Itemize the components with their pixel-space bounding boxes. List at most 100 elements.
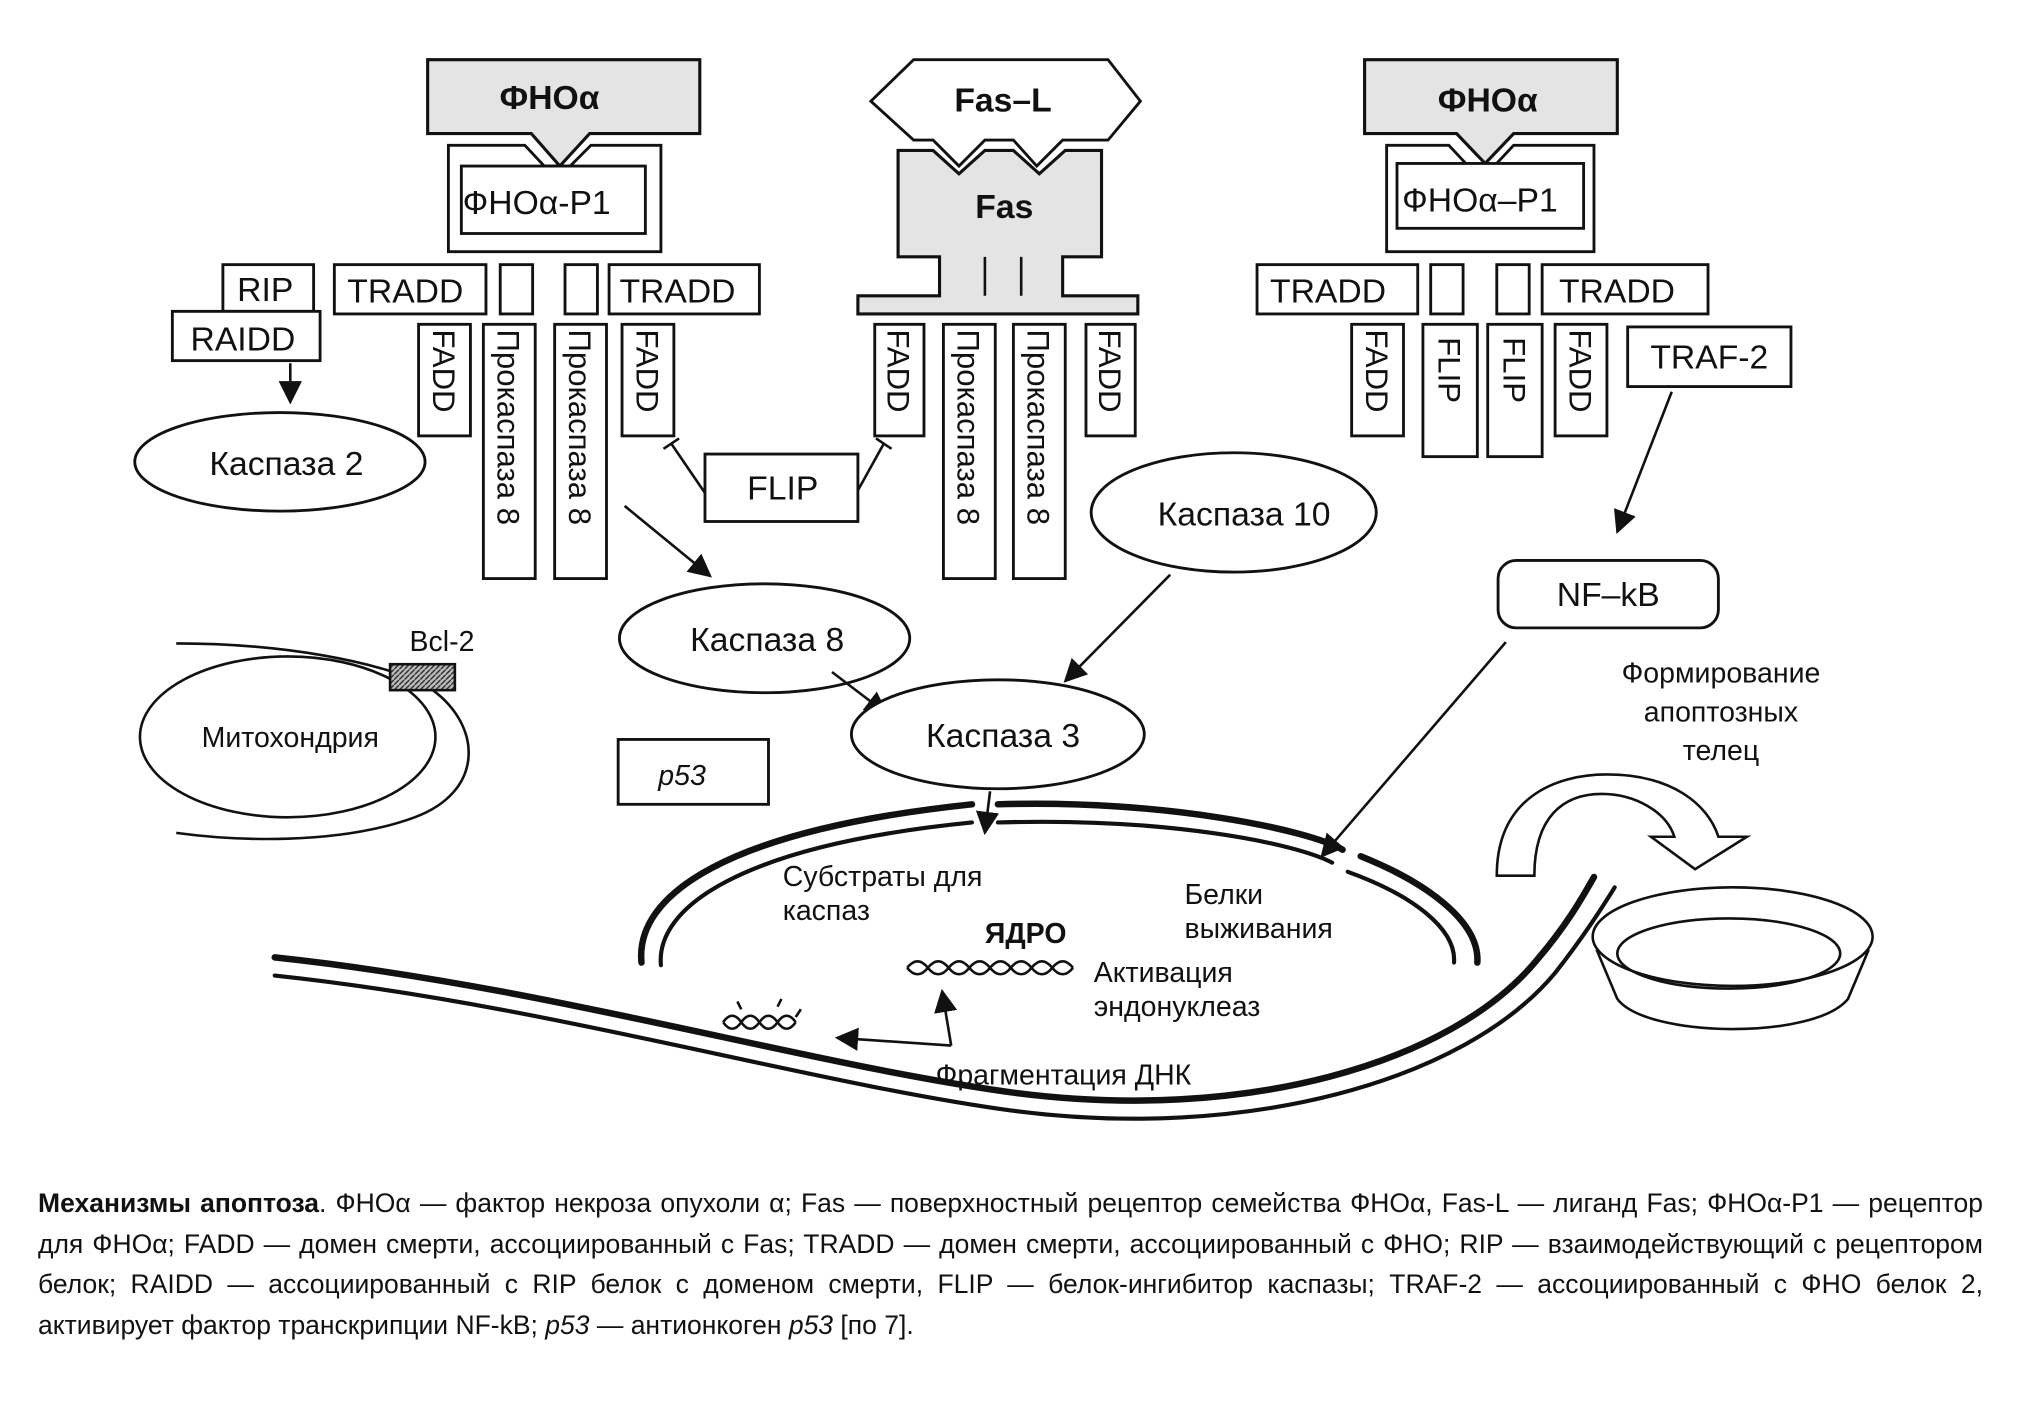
bodies-label-3: телец bbox=[1683, 735, 1759, 767]
left-procaspase-box-2 bbox=[553, 322, 608, 581]
fas-receptor-label: Fas bbox=[975, 188, 1033, 226]
bcl2-marker bbox=[388, 662, 457, 692]
left-tnf-receptor-box bbox=[459, 164, 647, 235]
fas-ligand-label: Fas–L bbox=[954, 82, 1051, 120]
fragmentation-label: Фрагментация ДНК bbox=[936, 1060, 1192, 1092]
right-tradd-box-2 bbox=[1540, 263, 1710, 316]
caption-p53-2: p53 bbox=[788, 1309, 834, 1340]
traf2-to-nfkb-arrow bbox=[1614, 391, 1673, 535]
curved-block-arrow-icon bbox=[1495, 773, 1752, 877]
raidd-label: RAIDD bbox=[191, 320, 296, 358]
caspase10-ellipse bbox=[1089, 451, 1378, 574]
left-tnf-ligand-shape bbox=[426, 58, 702, 169]
dna-helix-icon bbox=[906, 959, 1075, 976]
substrates-label-1: Субстраты для bbox=[783, 861, 983, 893]
caspase8-label: Каспаза 8 bbox=[690, 621, 844, 659]
rip-label: RIP bbox=[237, 271, 293, 309]
endonuclease-label-2: эндонуклеаз bbox=[1094, 991, 1261, 1023]
fas-fadd-box-1 bbox=[873, 322, 926, 438]
p53-box bbox=[616, 738, 770, 806]
left-fadd-box-1 bbox=[417, 322, 472, 438]
fragmentation-to-fragments-arrow bbox=[834, 1027, 952, 1051]
left-tradd-label-2: TRADD bbox=[619, 272, 735, 310]
left-tnf-receptor-label: ФНОα-Р1 bbox=[463, 184, 611, 222]
caspase2-label: Каспаза 2 bbox=[209, 445, 363, 483]
traf2-box bbox=[1626, 325, 1793, 389]
substrates-label-2: каспаз bbox=[783, 895, 870, 927]
caspase2-ellipse bbox=[133, 411, 427, 513]
fas-procaspase-box-1 bbox=[942, 322, 997, 581]
left-tradd-box-1 bbox=[332, 263, 488, 316]
fas-procaspase-box-2 bbox=[1011, 322, 1067, 581]
mitochondria: Bcl-2 Митохондрия bbox=[138, 626, 474, 841]
fas-procaspase-label-2: Прокаспаза 8 bbox=[1021, 330, 1056, 526]
left-tnf-receptor-complex: ФНОα ФНОα-Р1 TRADD TRADD FADD Прокаспаза… bbox=[332, 58, 761, 581]
left-procaspase-box-1 bbox=[481, 322, 537, 581]
mitochondria-label: Митохондрия bbox=[202, 722, 379, 754]
survival-label-1: Белки bbox=[1184, 879, 1263, 911]
caspase10-label: Каспаза 10 bbox=[1158, 495, 1331, 533]
right-tradd-box-1 bbox=[1255, 263, 1420, 316]
raidd-box bbox=[170, 309, 322, 363]
traf2-label: TRAF-2 bbox=[1650, 338, 1768, 376]
left-tnf-ligand-label: ФНОα bbox=[499, 79, 599, 117]
cell-membrane-inner bbox=[272, 885, 1617, 1121]
right-flip-box-1 bbox=[1421, 322, 1479, 459]
fas-procaspase-label-1: Прокаспаза 8 bbox=[951, 330, 986, 526]
right-tnf-receptor-label: ФНОα–Р1 bbox=[1402, 181, 1558, 219]
rip-box bbox=[221, 263, 316, 313]
right-tradd-label-1: TRADD bbox=[1270, 272, 1386, 310]
mito-inner bbox=[138, 655, 437, 819]
caption-p53-1: p53 bbox=[545, 1309, 590, 1340]
flip-center-label: FLIP bbox=[747, 469, 818, 507]
right-tnf-ligand-shape bbox=[1363, 58, 1619, 166]
caspase3-to-nucleus-arrow bbox=[975, 791, 1000, 836]
right-fadd-label-1: FADD bbox=[1359, 330, 1394, 413]
caspase10-to-caspase3-arrow bbox=[1063, 573, 1172, 683]
caspase8-ellipse bbox=[618, 582, 912, 695]
fas-ligand-shape bbox=[868, 58, 1143, 169]
p53-label: p53 bbox=[657, 760, 706, 792]
left-tradd-spacer-1 bbox=[498, 263, 535, 316]
figure-caption: Механизмы апоптоза. ФНОα — фактор некроз… bbox=[38, 1183, 1983, 1345]
right-flip-box-2 bbox=[1486, 322, 1544, 459]
bodies-label-1: Формирование bbox=[1622, 657, 1821, 689]
survival-label-2: выживания bbox=[1184, 913, 1332, 945]
fas-fadd-box-2 bbox=[1084, 322, 1137, 438]
right-flip-label-1: FLIP bbox=[1431, 337, 1466, 403]
right-tnf-ligand-label: ФНОα bbox=[1438, 82, 1538, 120]
caption-text-3: [по 7]. bbox=[833, 1309, 914, 1340]
bodies-label-2: апоптозных bbox=[1644, 696, 1798, 728]
fragmented-dna-icon bbox=[722, 998, 802, 1031]
right-tnf-receptor-box bbox=[1395, 162, 1586, 230]
caption-text-1: . ФНОα — фактор некроза опухоли α; Fas —… bbox=[38, 1188, 1983, 1340]
caption-text-2: — антионкоген bbox=[589, 1309, 789, 1340]
left-procaspase-label-2: Прокаспаза 8 bbox=[562, 330, 597, 526]
fragmentation-to-dna-arrow bbox=[934, 988, 958, 1046]
fas-receptor-shape bbox=[856, 148, 1140, 316]
caption-title: Механизмы апоптоза bbox=[38, 1188, 320, 1218]
nfkb-label: NF–kB bbox=[1557, 576, 1660, 614]
left-fadd-label-1: FADD bbox=[426, 330, 461, 413]
flip-inhibits-fas-fadd bbox=[856, 437, 893, 491]
right-flip-label-2: FLIP bbox=[1496, 337, 1531, 403]
flip-center-box bbox=[703, 452, 860, 523]
endonuclease-label-1: Активация bbox=[1094, 957, 1233, 989]
right-tnf-receptor-complex: ФНОα ФНОα–Р1 TRADD TRADD FADD FLIP FLIP … bbox=[1255, 58, 1710, 459]
apoptotic-body-dish bbox=[1591, 886, 1874, 1031]
procaspase-to-caspase8-arrow bbox=[623, 504, 712, 578]
left-procaspase-label-1: Прокаспаза 8 bbox=[491, 330, 526, 526]
cell-membrane-outer bbox=[271, 873, 1598, 1104]
right-fadd-box-1 bbox=[1350, 322, 1405, 438]
right-tradd-spacer-2 bbox=[1495, 263, 1531, 316]
left-fadd-box-2 bbox=[620, 322, 676, 438]
left-tradd-spacer-2 bbox=[563, 263, 599, 316]
fas-receptor-complex: Fas–L Fas FADD Прокаспаза 8 Прокаспаза 8… bbox=[856, 58, 1143, 581]
fas-fadd-label-2: FADD bbox=[1092, 330, 1127, 413]
right-tradd-label-2: TRADD bbox=[1559, 272, 1675, 310]
nucleus-label: ЯДРО bbox=[985, 918, 1067, 950]
left-fadd-label-2: FADD bbox=[629, 330, 664, 413]
caspase3-ellipse bbox=[849, 678, 1146, 791]
nfkb-to-survival-arrow bbox=[1320, 641, 1507, 858]
left-tradd-box-2 bbox=[607, 263, 761, 316]
